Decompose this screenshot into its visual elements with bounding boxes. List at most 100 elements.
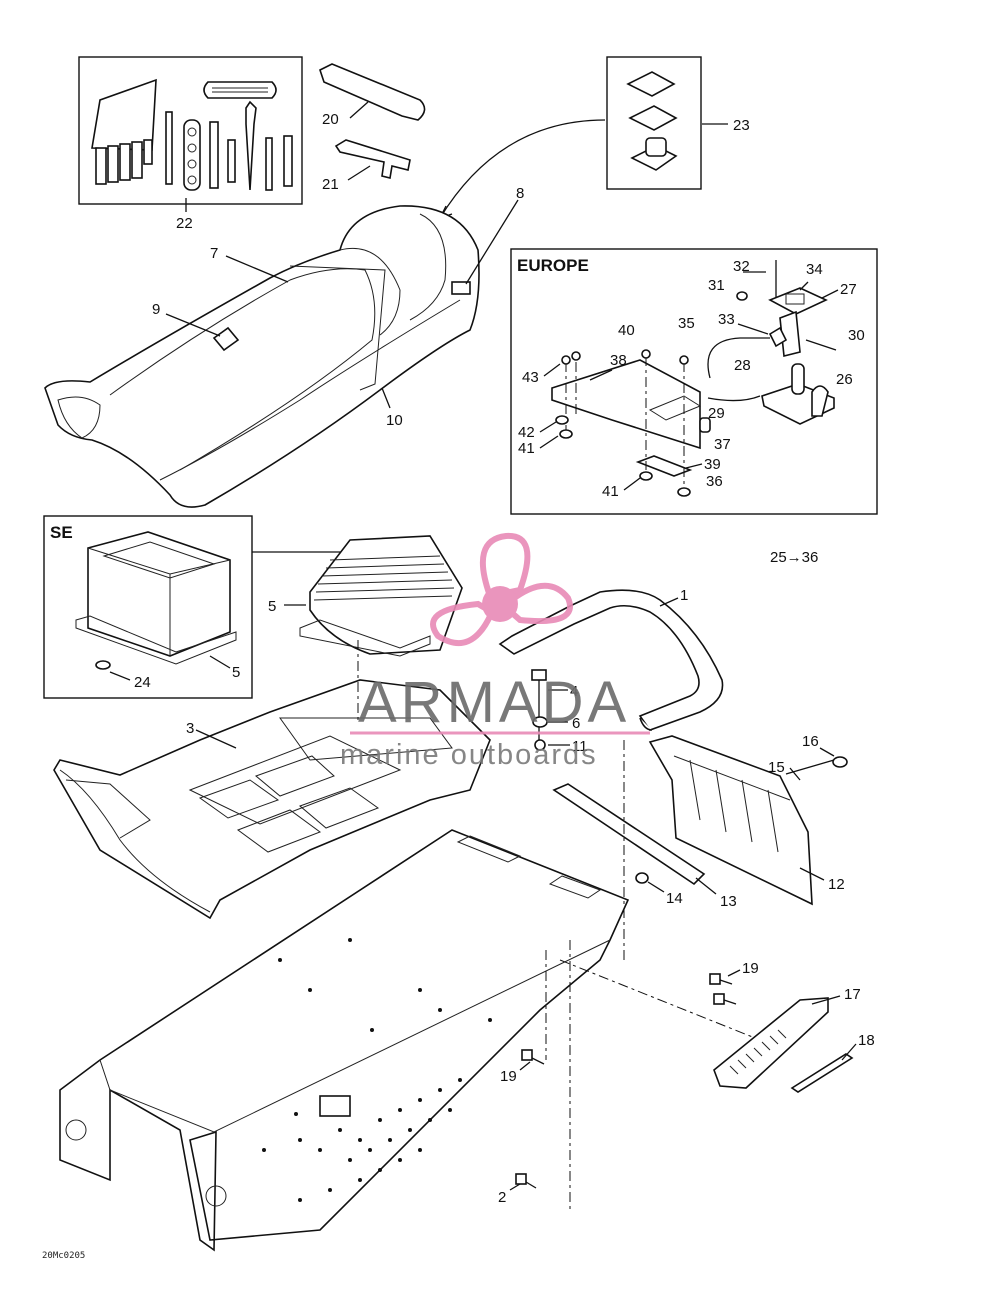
callout-16: 16 <box>802 733 819 750</box>
europe-screw-43a <box>561 355 571 365</box>
screw-19-lower <box>521 1049 545 1065</box>
callout-29: 29 <box>708 405 725 422</box>
callout-39: 39 <box>704 456 721 473</box>
europe-nut-41b <box>639 471 653 481</box>
seat-latch-8 <box>451 281 471 295</box>
callout-10: 10 <box>386 412 403 429</box>
grab-handle-1 <box>498 589 724 731</box>
callout-8: 8 <box>516 185 524 202</box>
callout-4: 4 <box>570 683 578 700</box>
europe-nut-36 <box>677 487 691 497</box>
callout-15: 15 <box>768 759 785 776</box>
callout-14: 14 <box>666 890 683 907</box>
callout-23: 23 <box>733 117 750 134</box>
screw-2 <box>515 1173 537 1189</box>
tool-multi-wrench <box>183 119 201 191</box>
tool-strap <box>203 81 277 99</box>
watermark-brand: ARMADA <box>358 670 630 735</box>
callout-43: 43 <box>522 369 539 386</box>
europe-screw-40 <box>641 349 651 359</box>
callout-5b: 5 <box>232 664 240 681</box>
seat-hook-9 <box>212 326 240 352</box>
europe-cable-28 <box>707 337 770 379</box>
lock-plate <box>628 105 678 131</box>
lock-leader-curve <box>439 119 606 219</box>
callout-18: 18 <box>858 1032 875 1049</box>
reflector-18 <box>790 1053 854 1093</box>
europe-bracket-39 <box>635 455 693 477</box>
washer-6 <box>532 716 548 728</box>
callout-13: 13 <box>720 893 737 910</box>
lock-gasket <box>626 71 676 97</box>
part-wrench-20 <box>319 63 426 121</box>
side-trim-17 <box>713 997 829 1089</box>
callout-38: 38 <box>610 352 627 369</box>
se-storage-box <box>87 531 231 657</box>
callout-28: 28 <box>734 357 751 374</box>
armada-propeller-logo <box>430 532 573 647</box>
callout-24: 24 <box>134 674 151 691</box>
callout-3: 3 <box>186 720 194 737</box>
bolt-15 <box>785 759 835 775</box>
storage-box-shell <box>309 535 463 655</box>
watermark-tagline: marine outboards <box>340 739 598 771</box>
range-note: 25→36 <box>770 549 818 566</box>
callout-40: 40 <box>618 322 635 339</box>
europe-latch-arm <box>779 310 801 357</box>
callout-41b: 41 <box>602 483 619 500</box>
callout-37: 37 <box>714 436 731 453</box>
tunnel-frame-3 <box>53 679 491 920</box>
lock-set-group <box>606 56 728 190</box>
callout-42: 42 <box>518 424 535 441</box>
seat-body <box>44 205 480 508</box>
europe-plate-38 <box>551 359 701 450</box>
callout-1: 1 <box>680 587 688 604</box>
tunnel-outline <box>59 829 630 1252</box>
clip-16 <box>832 756 848 768</box>
tool-screwdriver-b <box>265 137 273 191</box>
se-group: SE <box>43 515 253 699</box>
nut-11 <box>534 739 546 751</box>
europe-spring-33 <box>768 326 788 348</box>
callout-26: 26 <box>836 371 853 388</box>
callout-2: 2 <box>498 1189 506 1206</box>
europe-frame <box>510 248 878 515</box>
europe-washer-31 <box>736 291 748 301</box>
drawing-code: 20Mc0205 <box>42 1251 85 1261</box>
screw-19-upper <box>709 973 737 1005</box>
callout-27: 27 <box>840 281 857 298</box>
europe-post <box>791 363 805 395</box>
seat-assembly <box>44 205 480 508</box>
side-trim-body <box>713 997 829 1089</box>
watermark: ARMADA marine outboards <box>340 532 650 771</box>
callout-17: 17 <box>844 986 861 1003</box>
lock-set-frame <box>606 56 702 190</box>
washer-14 <box>635 872 649 884</box>
callout-31: 31 <box>708 277 725 294</box>
tool-kit-frame <box>78 56 303 205</box>
europe-bolt-30 <box>805 339 837 351</box>
callout-35: 35 <box>678 315 695 332</box>
europe-title: EUROPE <box>517 256 589 275</box>
callout-7: 7 <box>210 245 218 262</box>
tunnel-frame-outline <box>53 679 491 920</box>
callout-20: 20 <box>322 111 339 128</box>
pouch-pockets <box>95 139 153 185</box>
storage-box-5 <box>299 535 463 657</box>
callout-36: 36 <box>706 473 723 490</box>
tool-wrench-a <box>209 121 219 189</box>
rear-bumper-12 <box>648 735 813 906</box>
lock-cylinder <box>645 137 667 157</box>
se-frame <box>43 515 253 699</box>
callout-19a: 19 <box>742 960 759 977</box>
callout-6: 6 <box>572 715 580 732</box>
europe-screw-35 <box>679 355 689 365</box>
europe-clip-29 <box>707 395 761 402</box>
se-title: SE <box>50 523 73 542</box>
callout-33: 33 <box>718 311 735 328</box>
se-washer-24 <box>95 660 111 670</box>
callout-5a: 5 <box>268 598 276 615</box>
tool-fuse-puller <box>283 135 293 187</box>
rear-bumper-body <box>648 735 813 906</box>
